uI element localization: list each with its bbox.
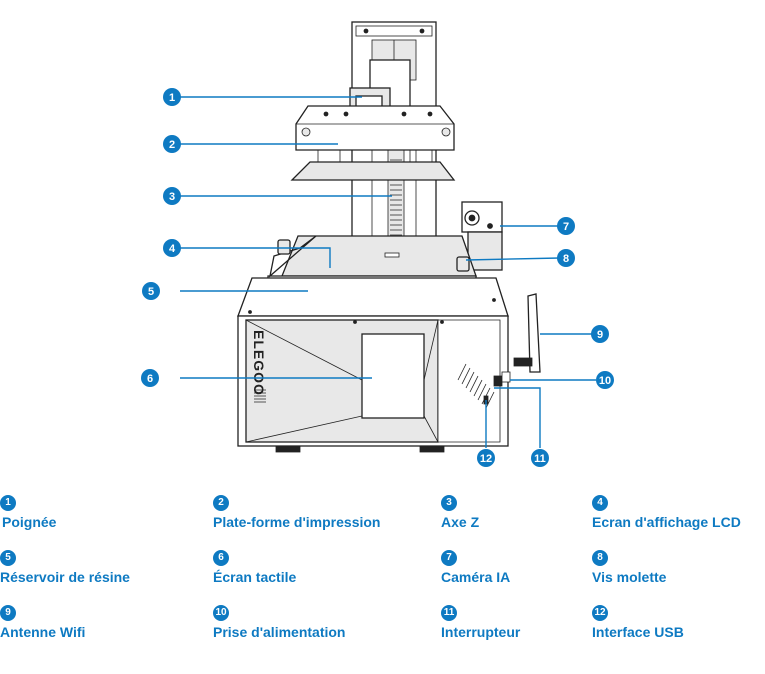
legend-label: Antenne Wifi — [0, 624, 86, 640]
legend-label: Prise d'alimentation — [213, 624, 346, 640]
legend-item-6: 6 Écran tactile — [213, 547, 393, 585]
legend-number: 2 — [213, 495, 229, 511]
callout-badge-11: 11 — [531, 449, 549, 467]
callout-badge-1: 1 — [163, 88, 181, 106]
legend-label: Axe Z — [441, 514, 480, 530]
legend-label: Plate-forme d'impression — [213, 514, 381, 530]
callout-lines — [180, 96, 596, 448]
legend-label: Réservoir de résine — [0, 569, 130, 585]
svg-text:2: 2 — [169, 139, 175, 151]
legend-label: Ecran d'affichage LCD — [592, 514, 741, 530]
brand-logo: ELEGOO — [251, 330, 267, 396]
callout-badge-6: 6 — [141, 369, 159, 387]
callout-badge-4: 4 — [163, 239, 181, 257]
legend-label: Écran tactile — [213, 569, 297, 585]
callout-badge-2: 2 — [163, 135, 181, 153]
legend-label: Interface USB — [592, 624, 684, 640]
legend-item-11: 11 Interrupteur — [441, 602, 621, 640]
legend-item-1: 1 Poignée — [0, 492, 180, 530]
legend-number: 9 — [0, 605, 16, 621]
callout-badge-10: 10 — [596, 371, 614, 389]
legend-number: 1 — [0, 495, 16, 511]
legend-label: Poignée — [2, 514, 57, 530]
printer-diagram: ELEGOO 1 2 3 4 5 6 7 8 9 10 11 12 — [141, 21, 614, 467]
svg-text:9: 9 — [597, 329, 603, 341]
legend-number: 10 — [213, 605, 229, 621]
svg-text:11: 11 — [534, 453, 546, 465]
legend-item-12: 12 Interface USB — [592, 602, 765, 640]
svg-text:5: 5 — [148, 286, 154, 298]
legend-item-8: 8 Vis molette — [592, 547, 765, 585]
callout-badge-7: 7 — [557, 217, 575, 235]
legend-label: Interrupteur — [441, 624, 521, 640]
legend-number: 5 — [0, 550, 16, 566]
legend-item-9: 9 Antenne Wifi — [0, 602, 180, 640]
legend-item-10: 10 Prise d'alimentation — [213, 602, 393, 640]
legend-number: 11 — [441, 605, 457, 621]
legend-number: 4 — [592, 495, 608, 511]
legend-label: Vis molette — [592, 569, 667, 585]
callout-badges: 1 2 3 4 5 6 7 8 9 10 11 12 — [141, 88, 614, 467]
svg-text:8: 8 — [563, 253, 569, 265]
callout-badge-9: 9 — [591, 325, 609, 343]
svg-text:6: 6 — [147, 373, 153, 385]
legend-number: 8 — [592, 550, 608, 566]
svg-text:1: 1 — [169, 92, 175, 104]
callout-badge-5: 5 — [142, 282, 160, 300]
legend-item-7: 7 Caméra IA — [441, 547, 621, 585]
legend-number: 7 — [441, 550, 457, 566]
svg-text:10: 10 — [599, 375, 611, 387]
svg-text:7: 7 — [563, 221, 569, 233]
ai-camera — [461, 201, 503, 271]
svg-text:4: 4 — [169, 243, 176, 255]
printer-base — [237, 277, 511, 453]
legend-item-2: 2 Plate-forme d'impression — [213, 492, 393, 530]
legend-number: 3 — [441, 495, 457, 511]
svg-text:12: 12 — [480, 453, 492, 465]
legend-label: Caméra IA — [441, 569, 511, 585]
callout-badge-8: 8 — [557, 249, 575, 267]
svg-text:3: 3 — [169, 191, 175, 203]
callout-badge-12: 12 — [477, 449, 495, 467]
legend-number: 12 — [592, 605, 608, 621]
callout-badge-3: 3 — [163, 187, 181, 205]
legend-item-5: 5 Réservoir de résine — [0, 547, 180, 585]
legend-item-4: 4 Ecran d'affichage LCD — [592, 492, 765, 530]
legend-item-3: 3 Axe Z — [441, 492, 621, 530]
touchscreen-panel — [361, 333, 425, 419]
resin-printer-illustration: ELEGOO — [237, 21, 541, 453]
wifi-antenna — [513, 293, 541, 373]
legend-number: 6 — [213, 550, 229, 566]
